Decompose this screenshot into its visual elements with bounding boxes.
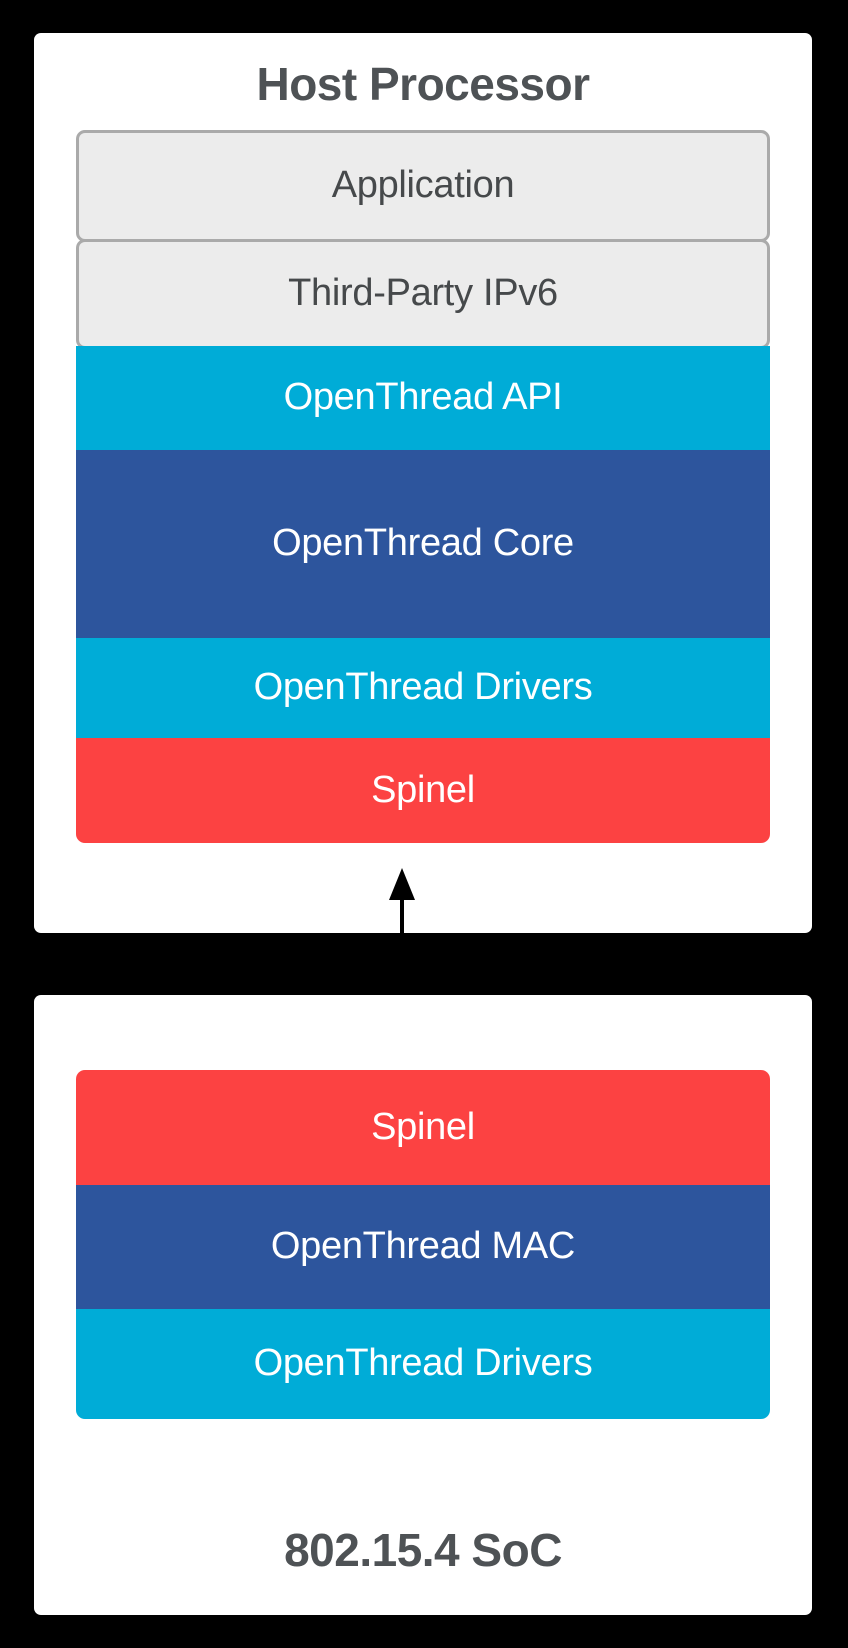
layer-label: OpenThread MAC — [270, 1225, 576, 1268]
layer-label: OpenThread Drivers — [253, 1342, 593, 1385]
layer-label: OpenThread Core — [272, 522, 574, 565]
layer-label: OpenThread API — [283, 376, 563, 419]
layer-openthread-core: OpenThread Core — [76, 450, 770, 638]
layer-openthread-drivers-soc: OpenThread Drivers — [76, 1309, 770, 1419]
layer-openthread-drivers: OpenThread Drivers — [76, 638, 770, 738]
host-processor-title: Host Processor — [256, 58, 590, 110]
layer-third-party-ipv6: Third-Party IPv6 — [76, 239, 770, 349]
soc-layer-stack: Spinel OpenThread MAC OpenThread Drivers — [76, 1070, 770, 1419]
host-layer-stack: Application Third-Party IPv6 OpenThread … — [76, 130, 770, 843]
layer-application: Application — [76, 130, 770, 242]
layer-label: OpenThread Drivers — [253, 666, 593, 709]
layer-label: Spinel — [371, 768, 475, 811]
layer-openthread-mac: OpenThread MAC — [76, 1185, 770, 1309]
host-processor-panel: Host Processor Application Third-Party I… — [34, 33, 812, 933]
layer-label: Application — [331, 164, 515, 207]
layer-spinel-host: Spinel — [76, 738, 770, 843]
layer-spinel-soc: Spinel — [76, 1070, 770, 1185]
layer-label: Third-Party IPv6 — [288, 272, 558, 315]
layer-label: Spinel — [371, 1105, 475, 1148]
soc-panel: Spinel OpenThread MAC OpenThread Drivers… — [34, 995, 812, 1615]
soc-panel-title: 802.15.4 SoC — [284, 1524, 562, 1576]
layer-openthread-api: OpenThread API — [76, 346, 770, 450]
